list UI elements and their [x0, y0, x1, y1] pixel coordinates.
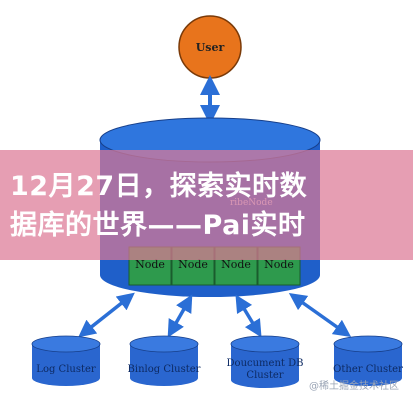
cluster-arrow	[288, 292, 352, 338]
node-label: Node	[135, 258, 165, 271]
user-node: User	[178, 15, 242, 79]
user-label: User	[196, 41, 225, 54]
cluster-label-line2: Cluster	[246, 370, 283, 381]
node-label: Node	[178, 258, 208, 271]
cluster-binlog: Binlog Cluster	[128, 335, 201, 386]
cluster-label-line1: Doucument DB	[227, 358, 304, 369]
node-label: Node	[221, 258, 251, 271]
node-label: Node	[264, 258, 294, 271]
cluster-label: Log Cluster	[36, 364, 96, 375]
cluster-other: Other Cluster	[333, 335, 403, 386]
banner-title-line2: 据库的世界——Pai实时	[10, 210, 306, 241]
banner-title-line1: 12月27日，探索实时数	[10, 171, 308, 202]
watermark: @稀土掘金技术社区	[309, 381, 399, 392]
cluster-label: Other Cluster	[333, 364, 403, 375]
cluster-arrow	[167, 294, 193, 338]
cluster-label: Binlog Cluster	[128, 364, 201, 375]
cluster-arrow	[235, 294, 262, 338]
cluster-document-db: Doucument DB Cluster	[227, 335, 304, 388]
title-banner	[0, 150, 413, 260]
cluster-log: Log Cluster	[31, 335, 101, 386]
cluster-arrow	[78, 292, 135, 338]
